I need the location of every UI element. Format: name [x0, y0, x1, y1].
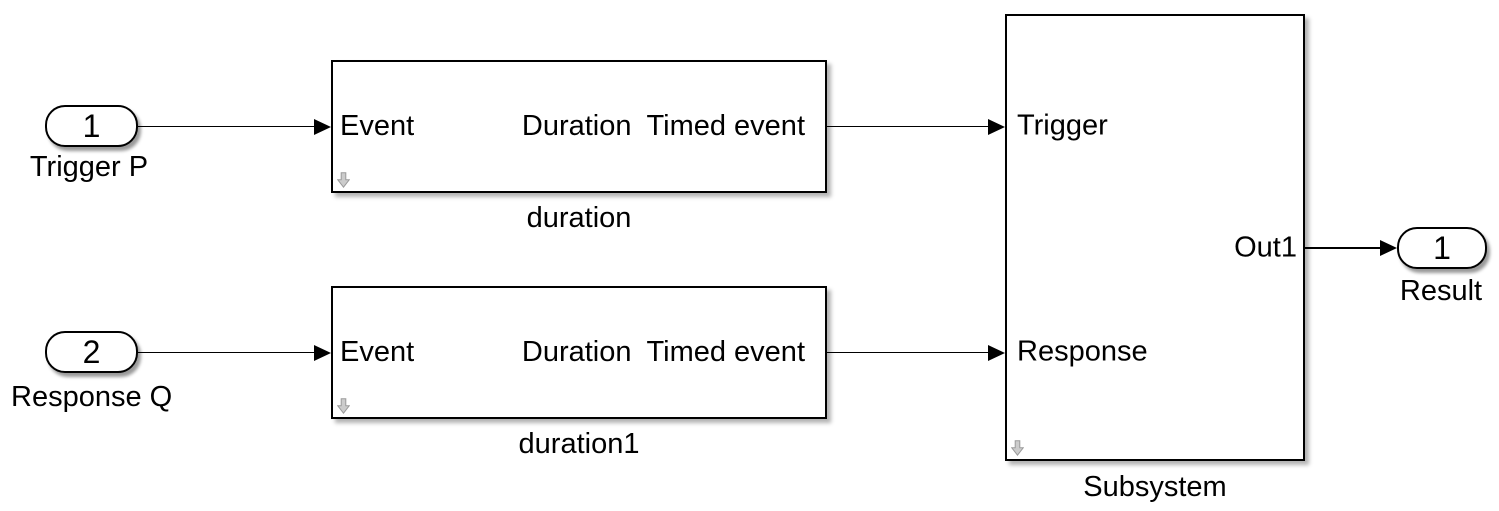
arrowhead-icon [988, 344, 1005, 361]
outport-block-1[interactable]: 1 [1397, 227, 1487, 269]
duration1-port-timed-event: Timed event [646, 336, 806, 368]
duration1-port-event: Event [340, 336, 415, 368]
duration1-name-label[interactable]: duration1 [518, 428, 640, 460]
duration-port-timed-event: Timed event [646, 110, 806, 142]
duration-port-duration: Duration [521, 110, 632, 142]
duration-name-label[interactable]: duration [526, 202, 632, 234]
wire-subsystem-to-outport[interactable] [1305, 247, 1383, 249]
inport-2-number: 2 [82, 333, 101, 370]
arrowhead-icon [988, 118, 1005, 135]
inport-block-1[interactable]: 1 [45, 105, 138, 147]
subsystem-name-label[interactable]: Subsystem [1083, 471, 1227, 503]
inport-1-number: 1 [82, 107, 101, 144]
inport-1-name-label[interactable]: Trigger P [29, 151, 149, 183]
open-subsystem-arrow-icon[interactable] [1010, 440, 1025, 457]
outport-1-number: 1 [1433, 229, 1451, 266]
inport-2-name-label[interactable]: Response Q [11, 381, 173, 413]
duration1-block[interactable]: Event Duration Timed event [331, 286, 827, 419]
subsystem-block[interactable]: Trigger Response Out1 [1005, 14, 1305, 461]
arrowhead-icon [314, 344, 331, 361]
open-subsystem-arrow-icon[interactable] [336, 172, 351, 189]
wire-inport2-to-duration1[interactable] [138, 351, 317, 354]
subsystem-port-trigger: Trigger [1017, 109, 1108, 142]
wire-duration-to-subsystem-trigger[interactable] [827, 125, 990, 128]
outport-1-name-label[interactable]: Result [1399, 275, 1483, 307]
duration-port-event: Event [340, 110, 415, 142]
duration-block[interactable]: Event Duration Timed event [331, 60, 827, 193]
open-subsystem-arrow-icon[interactable] [336, 398, 351, 415]
arrowhead-icon [314, 118, 331, 135]
arrowhead-icon [1380, 240, 1397, 256]
subsystem-port-response: Response [1017, 335, 1148, 368]
wire-duration1-to-subsystem-response[interactable] [827, 351, 990, 354]
wire-inport1-to-duration[interactable] [138, 125, 317, 128]
subsystem-port-out1: Out1 [1234, 231, 1297, 264]
duration1-port-duration: Duration [521, 336, 632, 368]
inport-block-2[interactable]: 2 [45, 331, 138, 373]
